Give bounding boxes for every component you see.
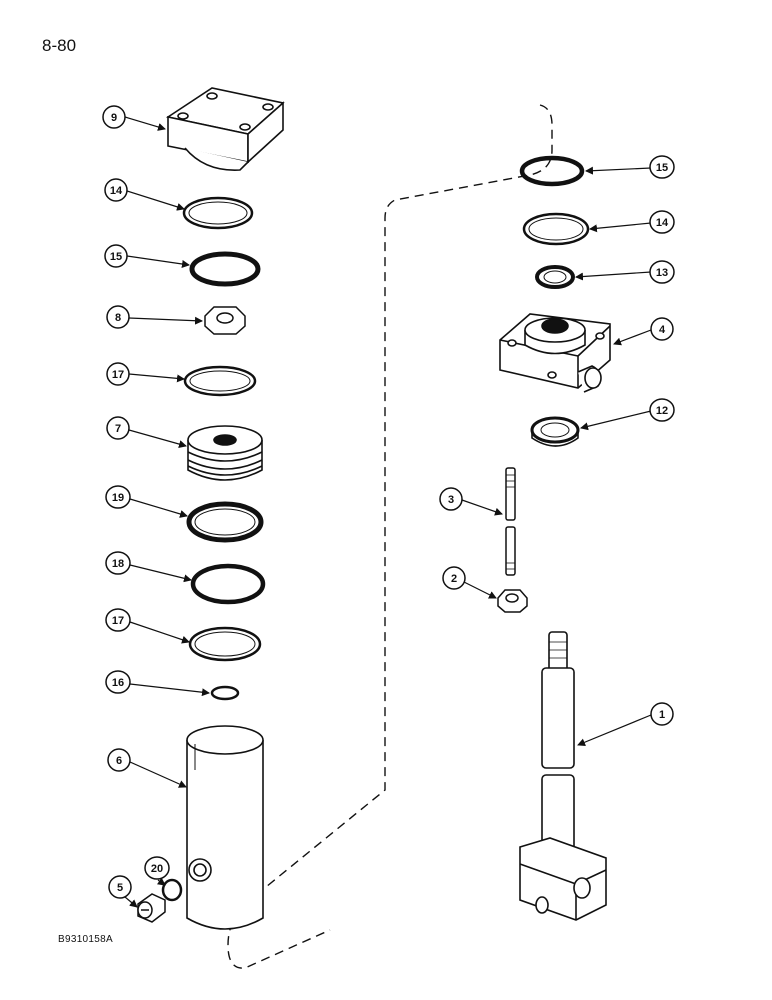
assembly-dashed-line bbox=[227, 104, 553, 969]
part-9-end-cap bbox=[165, 87, 285, 171]
part-19-o-ring bbox=[186, 501, 264, 543]
callout-18: 18 bbox=[105, 551, 192, 583]
part-12-seal bbox=[530, 416, 580, 447]
part-18-o-ring bbox=[190, 563, 266, 605]
callout-15-left-label: 15 bbox=[110, 251, 122, 263]
callout-1-label: 1 bbox=[659, 709, 665, 721]
callout-14-right-label: 14 bbox=[656, 217, 669, 229]
part-16-small-ring bbox=[210, 685, 240, 701]
callout-17-lower-label: 17 bbox=[112, 615, 124, 627]
callout-18-label: 18 bbox=[112, 558, 124, 570]
callout-12-label: 12 bbox=[656, 405, 668, 417]
callout-19: 19 bbox=[105, 485, 188, 518]
callout-15-right: 15 bbox=[585, 155, 675, 179]
part-2-nut bbox=[497, 589, 528, 613]
callout-17-upper-label: 17 bbox=[112, 369, 124, 381]
callout-9: 9 bbox=[102, 105, 166, 131]
callout-8: 8 bbox=[106, 305, 203, 329]
part-5-plug bbox=[137, 893, 166, 923]
part-13-seal bbox=[535, 265, 575, 289]
callout-17-upper: 17 bbox=[106, 362, 185, 386]
part-17-ring-lower bbox=[188, 626, 262, 662]
callout-20-label: 20 bbox=[151, 863, 163, 875]
part-3-stud bbox=[505, 467, 516, 576]
part-1-piston-rod bbox=[519, 631, 607, 921]
part-6-cylinder-barrel bbox=[186, 725, 264, 930]
part-15-o-ring-left bbox=[189, 251, 261, 287]
callout-5-label: 5 bbox=[117, 882, 123, 894]
part-4-gland-housing bbox=[499, 313, 611, 393]
callout-13-label: 13 bbox=[656, 267, 668, 279]
callout-3: 3 bbox=[439, 487, 503, 516]
page-number: 8-80 bbox=[42, 36, 77, 55]
callout-15-left: 15 bbox=[104, 244, 190, 268]
callout-20: 20 bbox=[144, 856, 170, 886]
callout-19-label: 19 bbox=[112, 492, 124, 504]
callout-6: 6 bbox=[107, 748, 187, 788]
part-15-o-ring-right bbox=[519, 155, 585, 187]
callout-8-label: 8 bbox=[115, 312, 121, 324]
figure-code: B9310158A bbox=[58, 934, 113, 945]
callout-15-right-label: 15 bbox=[656, 162, 668, 174]
part-17-ring-upper bbox=[183, 365, 257, 397]
callout-2-label: 2 bbox=[451, 573, 457, 585]
callout-7: 7 bbox=[106, 416, 187, 448]
callout-5: 5 bbox=[108, 875, 138, 908]
callout-6-label: 6 bbox=[116, 755, 122, 767]
callout-1: 1 bbox=[577, 702, 674, 747]
callout-3-label: 3 bbox=[448, 494, 454, 506]
part-14-ring-right bbox=[522, 212, 590, 246]
callout-7-label: 7 bbox=[115, 423, 121, 435]
callout-17-lower: 17 bbox=[105, 608, 190, 644]
part-14-ring-left bbox=[182, 196, 254, 230]
callout-16: 16 bbox=[105, 670, 210, 697]
part-20-washer bbox=[161, 878, 183, 902]
part-7-piston bbox=[187, 425, 263, 481]
callout-16-label: 16 bbox=[112, 677, 124, 689]
callout-2: 2 bbox=[442, 566, 497, 599]
callout-4: 4 bbox=[613, 317, 674, 346]
callout-14-left: 14 bbox=[104, 178, 185, 211]
callout-13: 13 bbox=[575, 260, 675, 284]
callout-4-label: 4 bbox=[659, 324, 666, 336]
callout-14-left-label: 14 bbox=[110, 185, 123, 197]
callout-9-label: 9 bbox=[111, 112, 117, 124]
callout-12: 12 bbox=[580, 398, 675, 431]
part-8-nut bbox=[204, 306, 246, 335]
callout-14-right: 14 bbox=[589, 210, 675, 234]
